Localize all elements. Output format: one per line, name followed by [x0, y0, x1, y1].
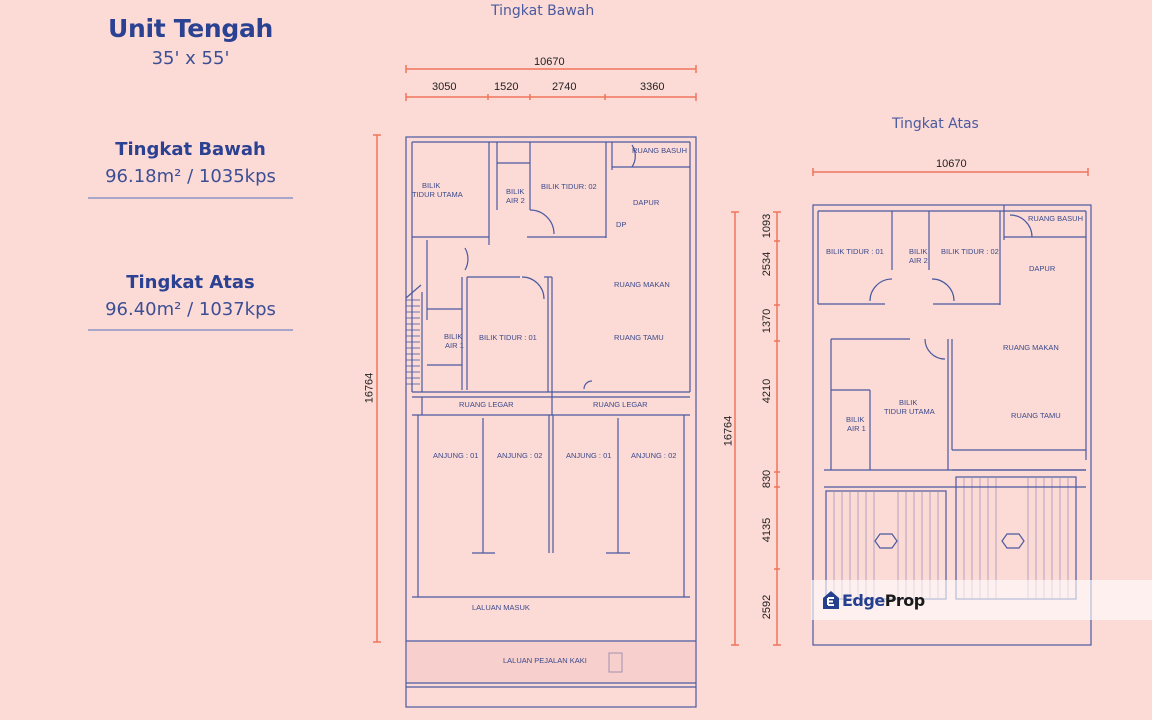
room-label: LALUAN MASUK [472, 603, 530, 612]
unit-title: Unit Tengah [107, 14, 274, 43]
ground-width-total: 10670 [534, 56, 565, 68]
ground-width-seg-2: 1520 [494, 81, 519, 93]
room-label: BILIK TIDUR : 02 [941, 247, 999, 256]
room-label: TIDUR UTAMA [412, 190, 463, 199]
upper-depth-seg-2: 2534 [761, 251, 774, 277]
room-label: DAPUR [1029, 264, 1056, 273]
room-label: LALUAN PEJALAN KAKI [503, 656, 587, 665]
room-label: RUANG TAMU [1011, 411, 1061, 420]
ground-width-seg-1: 3050 [432, 81, 457, 93]
walkway-hatch [407, 642, 695, 682]
ground-floor-summary-area: 96.18m² / 1035kps [105, 166, 276, 187]
room-label: RUANG BASUH [632, 146, 688, 155]
room-label: RUANG LEGAR [459, 400, 514, 409]
divider [88, 197, 293, 199]
room-label: RUANG BASUH [1028, 214, 1084, 223]
room-label: BILIK TIDUR: 02 [541, 182, 597, 191]
ground-floor-summary-title: Tingkat Bawah [115, 139, 266, 160]
room-label: AIR 2 [909, 256, 928, 265]
room-label: AIR 2 [506, 196, 525, 205]
room-label: BILIK [899, 398, 918, 407]
dimension-lines [373, 65, 1089, 646]
room-label: RUANG MAKAN [1003, 343, 1059, 352]
room-label: ANJUNG : 01 [566, 451, 612, 460]
ground-width-seg-4: 3360 [640, 81, 665, 93]
upper-depth-seg-3: 1370 [761, 308, 774, 334]
room-label: RUANG MAKAN [614, 280, 670, 289]
logo-text-edge: Edge [842, 590, 885, 610]
house-logo-icon [823, 591, 839, 609]
room-label: ANJUNG : 02 [631, 451, 677, 460]
upper-floor-summary-area: 96.40m² / 1037kps [105, 299, 276, 320]
upper-depth-seg-5: 830 [761, 469, 774, 489]
room-label: BILIK [422, 181, 441, 190]
room-label: BILIK [909, 247, 928, 256]
upper-depth-seg-4: 4210 [761, 378, 774, 404]
room-label: BILIK [506, 187, 525, 196]
upper-depth-seg-6: 4135 [761, 517, 774, 543]
room-label: DAPUR [633, 198, 660, 207]
ground-floor-heading: Tingkat Bawah [491, 3, 595, 19]
upper-floor-heading: Tingkat Atas [892, 116, 979, 132]
room-label: RUANG LEGAR [593, 400, 648, 409]
watermark-band [811, 580, 1152, 620]
upper-depth-seg-1: 1093 [761, 213, 774, 239]
room-label: BILIK TIDUR : 01 [826, 247, 884, 256]
room-label: BILIK [444, 332, 463, 341]
upper-width-total: 10670 [936, 158, 967, 170]
divider [88, 329, 293, 331]
upper-depth-total: 16764 [722, 415, 735, 447]
unit-size: 35' x 55' [151, 48, 230, 69]
room-label: TIDUR UTAMA [884, 407, 935, 416]
ground-depth-total: 16764 [363, 372, 376, 404]
upper-depth-seg-7: 2592 [761, 594, 774, 620]
logo-text-prop: Prop [884, 590, 926, 610]
room-label: RUANG TAMU [614, 333, 664, 342]
room-label: DP [616, 220, 627, 229]
ground-width-seg-3: 2740 [552, 81, 577, 93]
room-label: AIR 1 [445, 341, 464, 350]
room-label: AIR 1 [847, 424, 866, 433]
room-label: BILIK [846, 415, 865, 424]
room-label: ANJUNG : 02 [497, 451, 543, 460]
ground-floor-walls [405, 136, 697, 708]
upper-floor-summary-title: Tingkat Atas [126, 272, 255, 293]
room-label: ANJUNG : 01 [433, 451, 479, 460]
room-label: BILIK TIDUR : 01 [479, 333, 537, 342]
